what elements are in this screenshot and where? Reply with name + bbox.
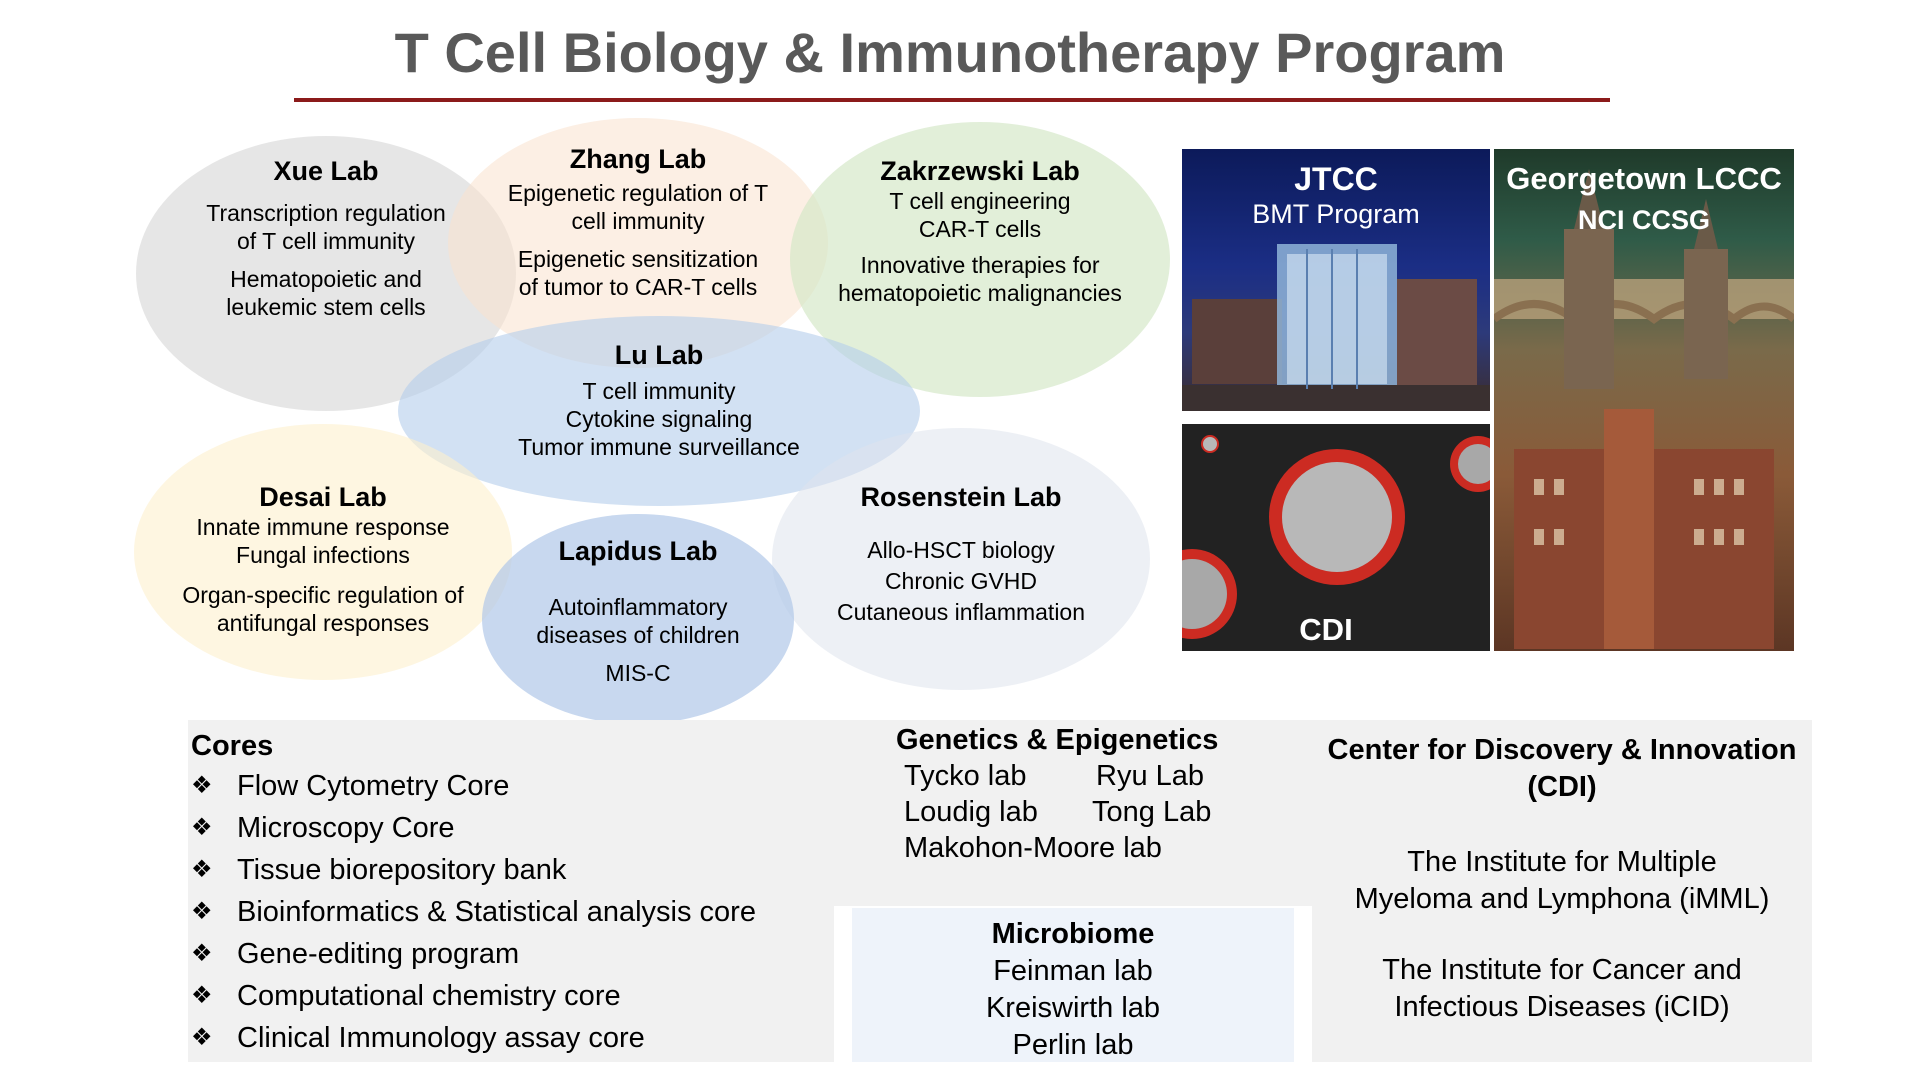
lab-text: T cell immunity bbox=[582, 378, 736, 404]
diamond-bullet-icon: ❖ bbox=[191, 982, 213, 1009]
lab-text: Tumor immune surveillance bbox=[518, 434, 800, 460]
georgetown-subtitle: NCI CCSG bbox=[1577, 205, 1710, 235]
diamond-bullet-icon: ❖ bbox=[191, 898, 213, 925]
genetics-lab: Loudig lab bbox=[904, 796, 1038, 828]
lab-name: Rosenstein Lab bbox=[860, 482, 1062, 512]
jtcc-title: JTCC bbox=[1294, 161, 1378, 197]
lab-text: CAR-T cells bbox=[918, 216, 1042, 242]
cdi-institute: The Institute for Multiple bbox=[1407, 846, 1717, 878]
lab-text: leukemic stem cells bbox=[226, 294, 426, 320]
lab-text: Cutaneous inflammation bbox=[836, 599, 1086, 625]
lab-text: Epigenetic sensitization bbox=[517, 246, 759, 272]
cdi-title: CDI bbox=[1299, 612, 1353, 647]
title-divider bbox=[294, 98, 1610, 102]
building-image bbox=[1182, 244, 1490, 411]
diamond-bullet-icon: ❖ bbox=[191, 856, 213, 883]
microbiome-lab: Perlin lab bbox=[1012, 1029, 1134, 1061]
lab-text: of tumor to CAR-T cells bbox=[518, 274, 758, 300]
genetics-panel: Genetics & Epigenetics Tycko lab Ryu Lab… bbox=[834, 720, 1312, 906]
core-label: Bioinformatics & Statistical analysis co… bbox=[237, 896, 756, 928]
core-label: Flow Cytometry Core bbox=[237, 770, 510, 802]
list-item: ❖ Computational chemistry core bbox=[191, 975, 834, 1017]
microbiome-lab: Feinman lab bbox=[993, 955, 1153, 987]
lab-text: Autoinflammatory bbox=[548, 594, 728, 620]
genetics-lab: Ryu Lab bbox=[1096, 760, 1205, 792]
list-item: ❖ Gene-editing program bbox=[191, 933, 834, 975]
cdi-virus-photo: CDI bbox=[1182, 424, 1490, 651]
list-item: ❖ Clinical Immunology assay core bbox=[191, 1017, 834, 1059]
campus-image bbox=[1494, 169, 1794, 649]
list-item: ❖ Flow Cytometry Core bbox=[191, 765, 834, 807]
lab-text: Transcription regulation bbox=[206, 200, 446, 226]
georgetown-campus-photo: Georgetown LCCC NCI CCSG bbox=[1494, 149, 1794, 651]
cdi-institute: Myeloma and Lymphona (iMML) bbox=[1354, 883, 1770, 915]
virus-image bbox=[1182, 435, 1490, 639]
lab-lapidus: Lapidus Lab Autoinflammatory diseases of… bbox=[482, 514, 794, 724]
lab-name: Lu Lab bbox=[614, 340, 704, 370]
lab-text: Cytokine signaling bbox=[565, 406, 753, 432]
diamond-bullet-icon: ❖ bbox=[191, 940, 213, 967]
lab-xue: Xue Lab Transcription regulation of T ce… bbox=[136, 136, 516, 411]
lab-text: of T cell immunity bbox=[236, 228, 416, 254]
lab-text: cell immunity bbox=[571, 208, 705, 234]
lab-zhang: Zhang Lab Epigenetic regulation of T cel… bbox=[448, 118, 828, 368]
lab-text: hematopoietic malignancies bbox=[838, 280, 1122, 306]
genetics-lab: Tycko lab bbox=[904, 760, 1027, 792]
lab-name: Lapidus Lab bbox=[558, 536, 718, 566]
genetics-heading: Genetics & Epigenetics bbox=[896, 724, 1219, 756]
core-label: Clinical Immunology assay core bbox=[237, 1022, 645, 1054]
lab-desai: Desai Lab Innate immune response Fungal … bbox=[134, 424, 512, 680]
lab-name: Zakrzewski Lab bbox=[880, 156, 1080, 186]
genetics-lab: Makohon-Moore lab bbox=[904, 832, 1162, 864]
lab-rosenstein: Rosenstein Lab Allo-HSCT biology Chronic… bbox=[772, 428, 1150, 690]
microbiome-lab: Kreiswirth lab bbox=[985, 992, 1161, 1024]
lab-text: Chronic GVHD bbox=[884, 568, 1038, 594]
list-item: ❖ Tissue biorepository bank bbox=[191, 849, 834, 891]
cdi-center-panel: Center for Discovery & Innovation (CDI) … bbox=[1312, 720, 1812, 1062]
cdi-heading-abbrev: (CDI) bbox=[1527, 771, 1597, 803]
lab-text: Allo-HSCT biology bbox=[867, 537, 1055, 563]
lab-text: MIS-C bbox=[605, 660, 671, 686]
lab-name: Xue Lab bbox=[273, 156, 379, 186]
core-label: Microscopy Core bbox=[237, 812, 455, 844]
core-label: Gene-editing program bbox=[237, 938, 520, 970]
lab-name: Desai Lab bbox=[259, 482, 387, 512]
cdi-institute: The Institute for Cancer and bbox=[1382, 954, 1742, 986]
lab-text: diseases of children bbox=[536, 622, 740, 648]
lab-text: Hematopoietic and bbox=[230, 266, 422, 292]
lab-text: Fungal infections bbox=[236, 542, 410, 568]
cores-heading: Cores bbox=[191, 730, 274, 762]
core-label: Tissue biorepository bank bbox=[237, 854, 567, 886]
lab-text: Innovative therapies for bbox=[860, 252, 1100, 278]
diamond-bullet-icon: ❖ bbox=[191, 814, 213, 841]
microbiome-panel: Microbiome Feinman lab Kreiswirth lab Pe… bbox=[852, 908, 1294, 1062]
genetics-lab: Tong Lab bbox=[1092, 796, 1212, 828]
jtcc-building-photo: JTCC BMT Program bbox=[1182, 149, 1490, 411]
georgetown-title: Georgetown LCCC bbox=[1506, 161, 1782, 196]
cdi-institute: Infectious Diseases (iCID) bbox=[1394, 991, 1730, 1023]
diamond-bullet-icon: ❖ bbox=[191, 1024, 213, 1051]
cdi-heading: Center for Discovery & Innovation bbox=[1327, 734, 1797, 766]
lab-text: Organ-specific regulation of bbox=[182, 582, 464, 608]
lab-text: T cell engineering bbox=[889, 188, 1071, 214]
page-title: T Cell Biology & Immunotherapy Program bbox=[394, 21, 1506, 84]
jtcc-subtitle: BMT Program bbox=[1252, 199, 1420, 229]
lab-text: antifungal responses bbox=[216, 610, 430, 636]
lab-text: Epigenetic regulation of T bbox=[507, 180, 769, 206]
diamond-bullet-icon: ❖ bbox=[191, 772, 213, 799]
cores-panel: Cores ❖ Flow Cytometry Core ❖ Microscopy C… bbox=[188, 720, 834, 1062]
microbiome-heading: Microbiome bbox=[991, 918, 1155, 950]
core-label: Computational chemistry core bbox=[237, 980, 621, 1012]
lab-text: Innate immune response bbox=[196, 514, 450, 540]
list-item: ❖ Bioinformatics & Statistical analysis c… bbox=[191, 891, 834, 933]
lab-name: Zhang Lab bbox=[569, 144, 707, 174]
list-item: ❖ Microscopy Core bbox=[191, 807, 834, 849]
